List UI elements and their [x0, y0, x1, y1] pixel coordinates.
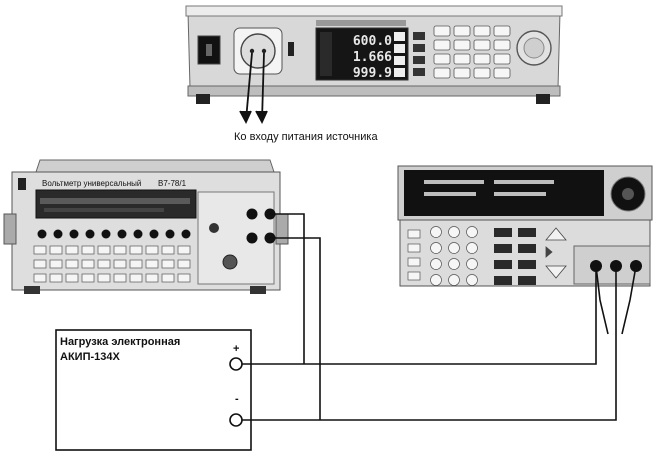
multimeter: Вольтметр универсальный В7-78/1	[3, 159, 289, 294]
supply-keypad[interactable]	[407, 226, 478, 286]
multimeter-keys[interactable]	[33, 245, 191, 283]
load-model: АКИП-134Х	[60, 351, 120, 363]
load-minus-label: -	[235, 393, 239, 405]
supply-arrow-keys[interactable]	[545, 227, 567, 279]
load-plus-terminal[interactable]	[229, 357, 243, 371]
display-value-2: 1.666	[353, 50, 392, 65]
electronic-load: Нагрузка электронная АКИП-134Х + -	[55, 329, 252, 451]
source-keypad[interactable]	[433, 25, 511, 79]
display-value-1: 600.0	[353, 34, 392, 49]
wiring	[242, 213, 637, 421]
multimeter-title: Вольтметр универсальный	[42, 179, 141, 188]
supply-function-keys[interactable]	[494, 228, 536, 285]
dc-power-supply	[397, 165, 653, 287]
ac-power-source: 600.0 1.666 999.9	[185, 5, 563, 104]
source-side-buttons[interactable]	[413, 32, 425, 76]
supply-display-text	[424, 180, 554, 196]
mains-cable-label: Ко входу питания источника	[234, 131, 378, 143]
display-value-3: 999.9	[353, 66, 392, 81]
multimeter-terminals[interactable]	[209, 208, 276, 270]
load-minus-terminal[interactable]	[229, 413, 243, 427]
multimeter-model: В7-78/1	[158, 179, 187, 188]
load-plus-label: +	[233, 343, 239, 355]
load-title: Нагрузка электронная	[60, 336, 180, 348]
multimeter-round-buttons[interactable]	[37, 229, 191, 239]
mains-cable	[239, 52, 268, 125]
